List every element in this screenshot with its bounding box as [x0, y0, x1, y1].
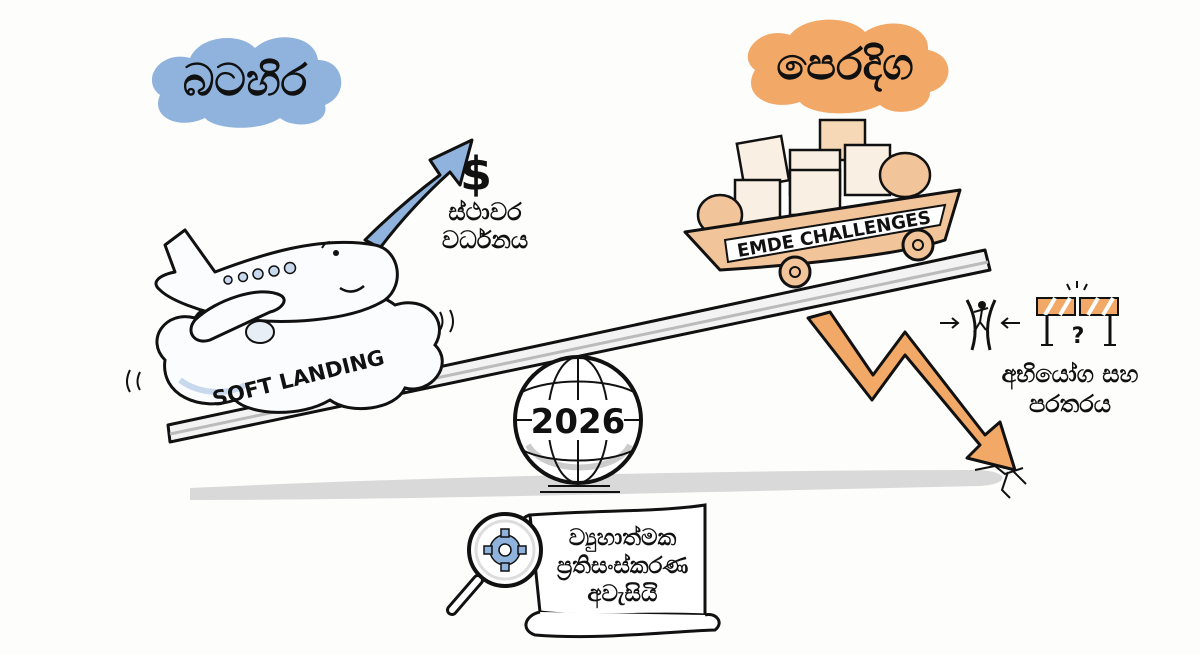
broken-barrier-icon — [1036, 281, 1119, 346]
structural-reform-line3: අවැසියි — [587, 581, 658, 607]
zigzag-arrow-down-icon — [806, 310, 1027, 499]
globe-year-label: 2026 — [531, 402, 626, 442]
stable-growth-label-line1: ස්ථාවර — [448, 198, 522, 226]
reform-scroll — [520, 503, 721, 639]
west-label: බටහිර — [182, 55, 308, 106]
challenges-gap-label-line1: අභියෝග සහ — [1001, 360, 1139, 388]
dollar-icon: $ — [460, 147, 492, 201]
stable-growth-label-line2: වර්ධනය — [441, 226, 529, 254]
structural-reform-line2: ප්‍රතිසංස්කරණ — [556, 553, 689, 579]
question-mark-icon: ? — [1072, 324, 1085, 349]
challenges-gap-label-line2: පරතරය — [1029, 390, 1111, 418]
east-label: පෙරදිග — [776, 39, 914, 90]
structural-reform-line1: ව්‍යුහාත්මක — [568, 525, 677, 551]
east-cloud-badge — [747, 19, 949, 114]
arrow-up-right-icon — [363, 138, 474, 250]
magnifier-gear-icon — [446, 512, 543, 616]
airplane-icon — [154, 228, 399, 344]
emde-cart — [683, 118, 962, 289]
squeezed-person-icon — [940, 299, 1020, 351]
west-cloud-badge — [151, 37, 342, 128]
globe-icon — [513, 355, 643, 493]
